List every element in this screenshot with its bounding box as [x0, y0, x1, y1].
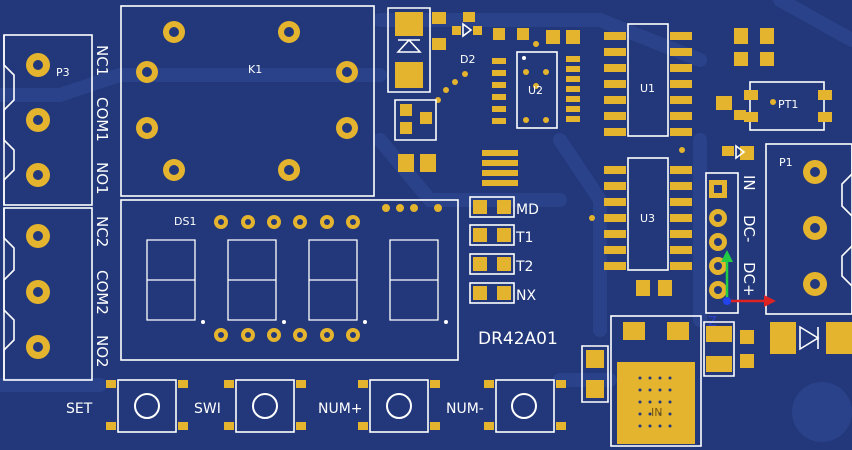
label-u1: U1	[640, 82, 655, 95]
label-k1: K1	[248, 63, 262, 76]
diode-bottom-right	[703, 321, 852, 377]
label-com2: COM2	[93, 270, 111, 315]
label-nc2: NC2	[93, 216, 111, 247]
button-num-plus[interactable]: NUM+	[318, 379, 440, 433]
label-no1: NO1	[93, 162, 111, 195]
label-com1: COM1	[93, 97, 111, 142]
label-no2: NO2	[93, 335, 111, 368]
diode-d2: D2	[387, 7, 529, 103]
button-num-plus-label: NUM+	[318, 401, 363, 417]
terminal-block-p3: P3	[3, 34, 93, 381]
label-ic-mark: IN	[651, 406, 662, 419]
label-md: MD	[516, 202, 539, 218]
label-p1: P1	[779, 156, 793, 169]
ic-u3: U3	[589, 147, 692, 296]
button-num-minus[interactable]: NUM-	[446, 379, 566, 433]
button-swi-label: SWI	[194, 401, 221, 417]
label-ds1: DS1	[174, 215, 196, 228]
button-set[interactable]: SET	[66, 379, 188, 433]
label-nc1: NC1	[93, 45, 111, 76]
pads-top-right	[716, 28, 774, 120]
label-d2: D2	[460, 53, 475, 66]
label-dc-minus: DC-	[740, 215, 758, 242]
label-nx: NX	[516, 288, 536, 304]
ic-small	[482, 150, 518, 186]
label-dc-plus: DC+	[740, 262, 758, 297]
terminal-block-p1: P1	[765, 143, 852, 315]
pads-misc	[394, 99, 437, 172]
label-p3: P3	[56, 66, 70, 79]
label-t1: T1	[515, 230, 533, 246]
component-pt1: PT1	[744, 81, 832, 131]
relay-k1: K1	[120, 5, 375, 197]
label-u2: U2	[528, 84, 543, 97]
led-indicators: MD T1 T2 NX	[469, 196, 539, 304]
ic-u2: U2	[492, 30, 580, 129]
label-t2: T2	[515, 259, 533, 275]
display-ds1: DS1	[120, 199, 459, 361]
button-set-label: SET	[66, 401, 93, 417]
mounting-hole-ghost	[792, 382, 852, 442]
button-num-minus-label: NUM-	[446, 401, 484, 417]
board-name: DR42A01	[478, 329, 558, 349]
relay-contact-labels: NC1 COM1 NO1 NC2 COM2 NO2	[93, 45, 111, 368]
power-header: IN DC- DC+	[705, 172, 758, 314]
label-u3: U3	[640, 212, 655, 225]
ic-u1: U1	[604, 23, 692, 137]
label-pt1: PT1	[778, 98, 798, 111]
button-swi[interactable]: SWI	[194, 379, 306, 433]
diode-small	[722, 144, 754, 160]
label-in: IN	[740, 175, 758, 191]
module-inductor: IN	[581, 315, 702, 447]
